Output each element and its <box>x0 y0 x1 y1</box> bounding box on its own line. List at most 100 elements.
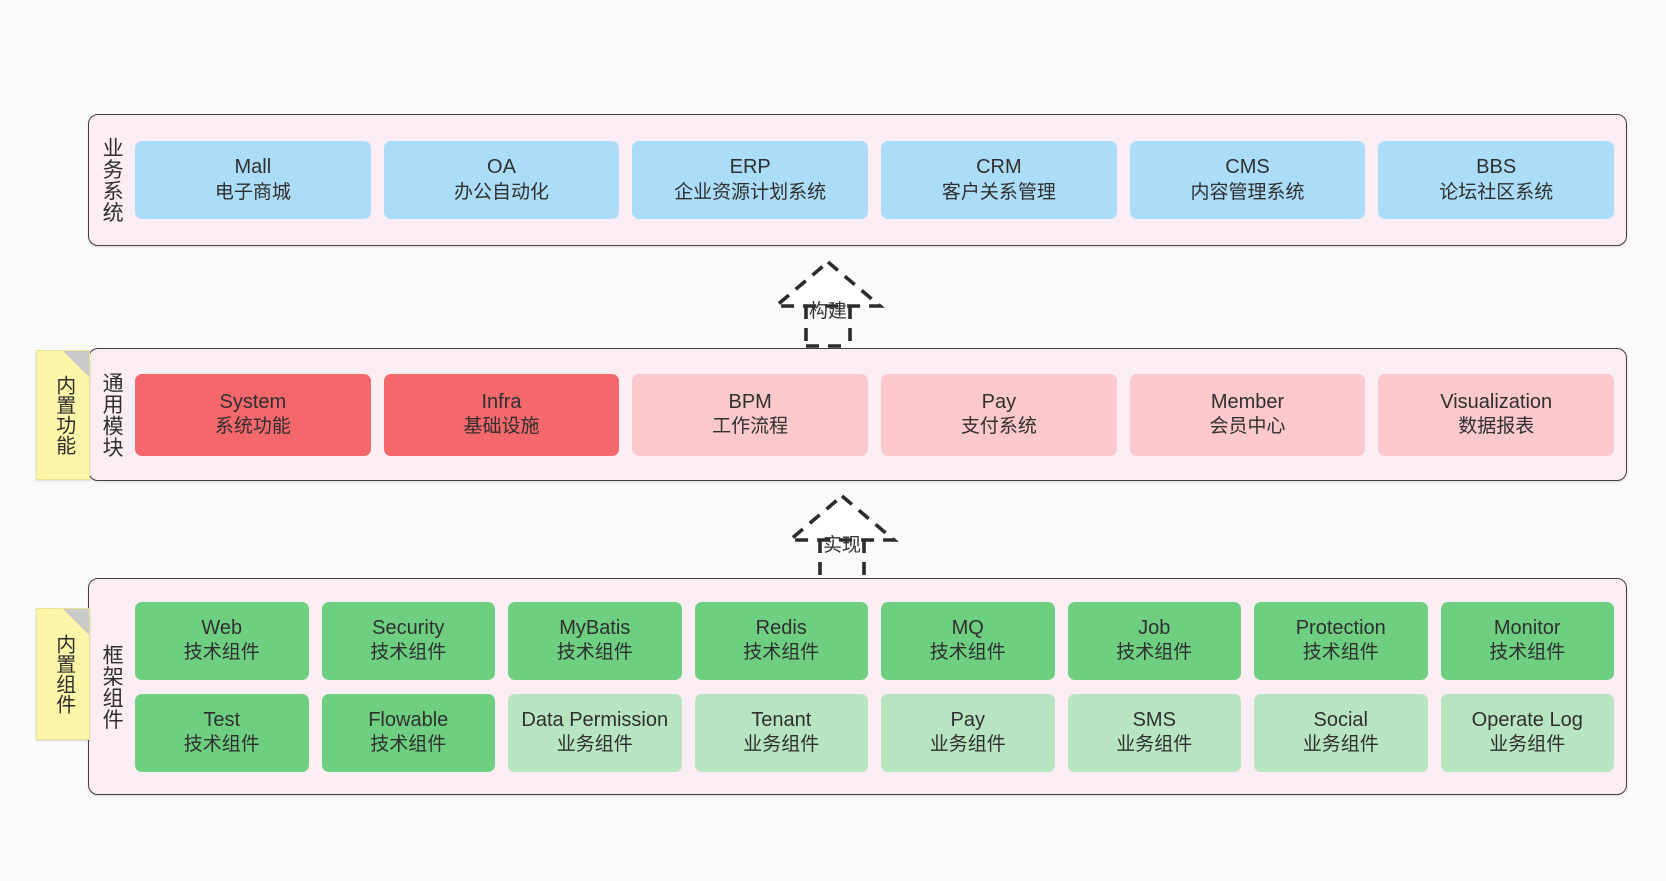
card-subtitle: 技术组件 <box>556 642 633 664</box>
card-title: Web <box>201 616 243 639</box>
card-data-permission[interactable]: Data Permission 业务组件 <box>508 693 682 772</box>
card-title: CMS <box>1225 156 1270 179</box>
card-title: Test <box>203 708 241 731</box>
card-subtitle: 技术组件 <box>929 642 1006 664</box>
card-title: Pay <box>981 390 1017 413</box>
card-subtitle: 电子商城 <box>214 181 291 203</box>
card-subtitle: 技术组件 <box>370 734 447 756</box>
card-subtitle: 企业资源计划系统 <box>674 181 827 203</box>
layer-title-framework-component: 框架组件 <box>100 643 124 730</box>
folded-corner-icon <box>63 351 89 377</box>
card-subtitle: 技术组件 <box>1302 642 1379 664</box>
card-subtitle: 业务组件 <box>743 734 820 756</box>
card-cms[interactable]: CMS 内容管理系统 <box>1129 141 1366 219</box>
card-subtitle: 技术组件 <box>1489 642 1566 664</box>
layer-body-common-module: System 系统功能 Infra 基础设施 BPM 工作流程 Pay 支付系统… <box>133 349 1626 480</box>
card-sms[interactable]: SMS 业务组件 <box>1067 693 1241 772</box>
layer-business-system: 业务系统 Mall 电子商城 OA 办公自动化 ERP 企业资源计划系统 CRM… <box>88 114 1627 246</box>
card-bbs[interactable]: BBS 论坛社区系统 <box>1378 141 1615 219</box>
card-pay-business[interactable]: Pay 业务组件 <box>881 693 1055 772</box>
card-title: Visualization <box>1440 390 1553 413</box>
card-test[interactable]: Test 技术组件 <box>135 693 309 772</box>
card-title: Data Permission <box>521 708 669 731</box>
card-subtitle: 客户关系管理 <box>941 181 1056 203</box>
card-subtitle: 业务组件 <box>1302 734 1379 756</box>
card-operate-log[interactable]: Operate Log 业务组件 <box>1440 693 1614 772</box>
card-title: OA <box>487 156 516 179</box>
card-row: Mall 电子商城 OA 办公自动化 ERP 企业资源计划系统 CRM 客户关系… <box>135 141 1615 219</box>
card-security[interactable]: Security 技术组件 <box>321 601 495 680</box>
card-subtitle: 业务组件 <box>929 734 1006 756</box>
card-title: BBS <box>1476 156 1517 179</box>
sticky-note-builtin-feature[interactable]: 内置功能 <box>36 350 90 480</box>
card-redis[interactable]: Redis 技术组件 <box>694 601 868 680</box>
card-social[interactable]: Social 业务组件 <box>1254 693 1428 772</box>
card-title: Member <box>1210 390 1285 413</box>
card-subtitle: 办公自动化 <box>454 181 550 203</box>
card-subtitle: 技术组件 <box>183 734 260 756</box>
card-system[interactable]: System 系统功能 <box>135 373 371 456</box>
card-title: Mall <box>234 156 272 179</box>
sticky-note-builtin-component[interactable]: 内置组件 <box>36 608 90 740</box>
connector-label-implement: 实现 <box>822 535 862 556</box>
card-title: Flowable <box>368 708 449 731</box>
layer-framework-component: 框架组件 Web 技术组件 Security 技术组件 MyBatis 技术组件… <box>88 578 1627 795</box>
card-subtitle: 内容管理系统 <box>1190 181 1305 203</box>
card-title: MyBatis <box>559 616 631 639</box>
sticky-note-label: 内置组件 <box>52 634 75 714</box>
connector-implement: 实现 <box>768 492 916 582</box>
card-subtitle: 技术组件 <box>743 642 820 664</box>
card-subtitle: 支付系统 <box>960 416 1037 438</box>
card-subtitle: 基础设施 <box>463 416 540 438</box>
card-mybatis[interactable]: MyBatis 技术组件 <box>508 601 682 680</box>
card-monitor[interactable]: Monitor 技术组件 <box>1440 601 1614 680</box>
card-crm[interactable]: CRM 客户关系管理 <box>881 141 1117 219</box>
card-title: Pay <box>950 708 985 731</box>
card-subtitle: 技术组件 <box>1116 642 1193 664</box>
card-subtitle: 工作流程 <box>712 416 789 438</box>
card-subtitle: 数据报表 <box>1458 416 1535 438</box>
card-pay[interactable]: Pay 支付系统 <box>881 373 1117 456</box>
card-title: Monitor <box>1493 616 1561 639</box>
card-title: ERP <box>729 156 771 179</box>
layer-common-module: 通用模块 System 系统功能 Infra 基础设施 BPM 工作流程 Pay… <box>88 348 1627 481</box>
card-job[interactable]: Job 技术组件 <box>1067 601 1241 680</box>
card-bpm[interactable]: BPM 工作流程 <box>632 373 869 456</box>
connector-build: 构建 <box>754 258 902 348</box>
card-protection[interactable]: Protection 技术组件 <box>1254 601 1428 680</box>
layer-title-business-system: 业务系统 <box>100 137 124 223</box>
card-member[interactable]: Member 会员中心 <box>1129 373 1366 456</box>
card-title: SMS <box>1132 708 1176 731</box>
card-visualization[interactable]: Visualization 数据报表 <box>1378 373 1615 456</box>
card-subtitle: 会员中心 <box>1209 416 1286 438</box>
card-subtitle: 业务组件 <box>556 734 633 756</box>
card-mq[interactable]: MQ 技术组件 <box>881 601 1055 680</box>
connector-label-build: 构建 <box>808 301 848 322</box>
card-subtitle: 技术组件 <box>370 642 447 664</box>
card-title: Operate Log <box>1471 708 1583 731</box>
card-subtitle: 系统功能 <box>214 416 291 438</box>
card-tenant[interactable]: Tenant 业务组件 <box>694 693 868 772</box>
card-mall[interactable]: Mall 电子商城 <box>135 141 371 219</box>
card-title: Job <box>1138 616 1171 639</box>
card-flowable[interactable]: Flowable 技术组件 <box>321 693 495 772</box>
sticky-note-label: 内置功能 <box>52 375 75 455</box>
card-title: MQ <box>951 616 984 639</box>
layer-title-common-module: 通用模块 <box>100 371 124 458</box>
layer-body-framework-component: Web 技术组件 Security 技术组件 MyBatis 技术组件 Redi… <box>133 579 1626 794</box>
card-subtitle: 技术组件 <box>183 642 260 664</box>
card-row: Test 技术组件 Flowable 技术组件 Data Permission … <box>135 693 1614 772</box>
card-oa[interactable]: OA 办公自动化 <box>383 141 620 219</box>
card-infra[interactable]: Infra 基础设施 <box>383 373 620 456</box>
card-title: System <box>219 390 287 413</box>
card-web[interactable]: Web 技术组件 <box>135 601 309 680</box>
card-title: Security <box>372 616 445 639</box>
card-title: Infra <box>481 390 522 413</box>
folded-corner-icon <box>63 609 89 635</box>
card-erp[interactable]: ERP 企业资源计划系统 <box>632 141 869 219</box>
generalization-arrow-icon <box>771 259 885 348</box>
card-row: System 系统功能 Infra 基础设施 BPM 工作流程 Pay 支付系统… <box>135 373 1615 456</box>
card-subtitle: 业务组件 <box>1116 734 1193 756</box>
card-subtitle: 论坛社区系统 <box>1439 181 1554 203</box>
